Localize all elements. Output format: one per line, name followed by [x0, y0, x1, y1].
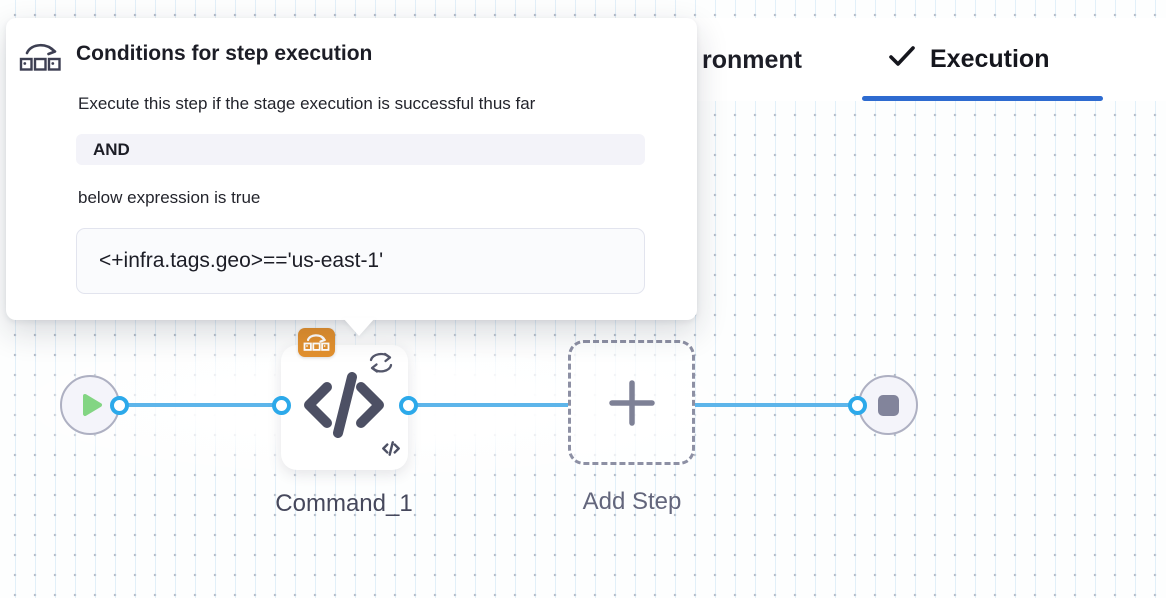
step-command-1[interactable]	[281, 345, 408, 470]
play-icon	[82, 393, 104, 417]
edge-start-to-step	[119, 403, 281, 407]
conditional-execution-badge-icon[interactable]	[298, 328, 335, 357]
add-step-label: Add Step	[582, 488, 682, 515]
operator-badge: AND	[76, 134, 645, 165]
port-end-in[interactable]	[847, 395, 867, 415]
port-step-out[interactable]	[398, 395, 418, 415]
port-step-in[interactable]	[271, 395, 291, 415]
plus-icon	[608, 379, 655, 426]
tab-execution-label: Execution	[930, 45, 1050, 73]
code-mini-icon	[382, 441, 400, 461]
popover-caret	[343, 318, 375, 336]
edge-addstep-to-end	[695, 403, 857, 407]
step-label: Command_1	[275, 490, 413, 517]
conditions-popover: Conditions for step execution Execute th…	[6, 18, 697, 320]
popover-expression-intro: below expression is true	[78, 188, 261, 207]
conditional-execution-icon	[18, 40, 62, 83]
active-tab-underline	[862, 96, 1103, 101]
popover-description: Execute this step if the stage execution…	[78, 94, 536, 113]
port-start-out[interactable]	[109, 395, 129, 415]
code-icon	[303, 372, 385, 443]
end-node[interactable]	[858, 375, 918, 435]
looping-strategy-icon	[366, 350, 396, 381]
popover-title: Conditions for step execution	[76, 42, 373, 65]
expression-value: <+infra.tags.geo>=='us-east-1'	[76, 228, 645, 294]
tab-execution[interactable]: Execution	[888, 44, 1049, 75]
stop-icon	[877, 394, 899, 416]
edge-step-to-addstep	[408, 403, 568, 407]
check-icon	[888, 44, 916, 75]
tab-environment[interactable]: ronment	[702, 46, 802, 74]
add-step-button[interactable]	[568, 340, 695, 465]
